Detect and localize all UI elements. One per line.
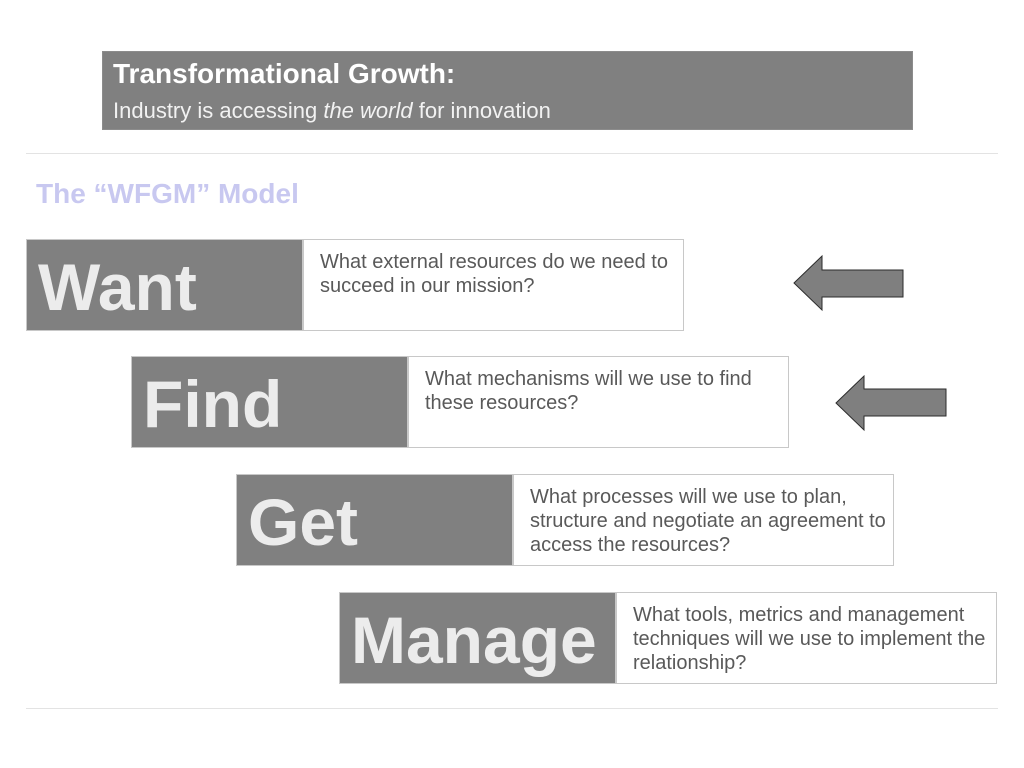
step-question-box: What mechanisms will we use to find thes…	[408, 356, 789, 448]
left-arrow-icon	[835, 374, 947, 432]
step-question-box: What external resources do we need to su…	[303, 239, 684, 331]
step-question-box: What tools, metrics and management techn…	[616, 592, 997, 684]
step-question: What mechanisms will we use to find thes…	[425, 368, 752, 414]
step-label: Get	[248, 485, 359, 559]
header-subtitle-after: for innovation	[418, 98, 551, 123]
left-arrow-icon	[793, 254, 904, 312]
step-question: What processes will we use to plan, stru…	[530, 486, 886, 556]
step-manage: Manage What tools, metrics and managemen…	[339, 592, 997, 684]
step-label-box: Manage	[339, 592, 616, 684]
step-label-box: Get	[236, 474, 513, 566]
step-label: Want	[38, 250, 197, 324]
header-subtitle-emphasis: the world	[323, 98, 413, 123]
step-get: Get What processes will we use to plan, …	[236, 474, 894, 566]
arrow-shape	[793, 254, 904, 312]
step-find: Find What mechanisms will we use to find…	[131, 356, 789, 448]
header-title: Transformational Growth:	[113, 58, 456, 89]
top-divider	[26, 153, 998, 154]
arrow-shape	[835, 374, 947, 432]
step-label: Find	[143, 367, 283, 441]
bottom-divider	[26, 708, 998, 709]
step-label: Manage	[351, 603, 597, 677]
step-want: Want What external resources do we need …	[26, 239, 684, 331]
header-subtitle-before: Industry is accessing	[113, 98, 318, 123]
model-title: The “WFGM” Model	[36, 178, 299, 209]
step-label-box: Find	[131, 356, 408, 448]
header-subtitle: Industry is accessing the world for inno…	[113, 98, 551, 124]
step-label-box: Want	[26, 239, 303, 331]
step-question: What external resources do we need to su…	[320, 251, 668, 297]
step-question-box: What processes will we use to plan, stru…	[513, 474, 894, 566]
step-question: What tools, metrics and management techn…	[633, 604, 986, 674]
header-banner: Transformational Growth: Industry is acc…	[102, 51, 913, 130]
